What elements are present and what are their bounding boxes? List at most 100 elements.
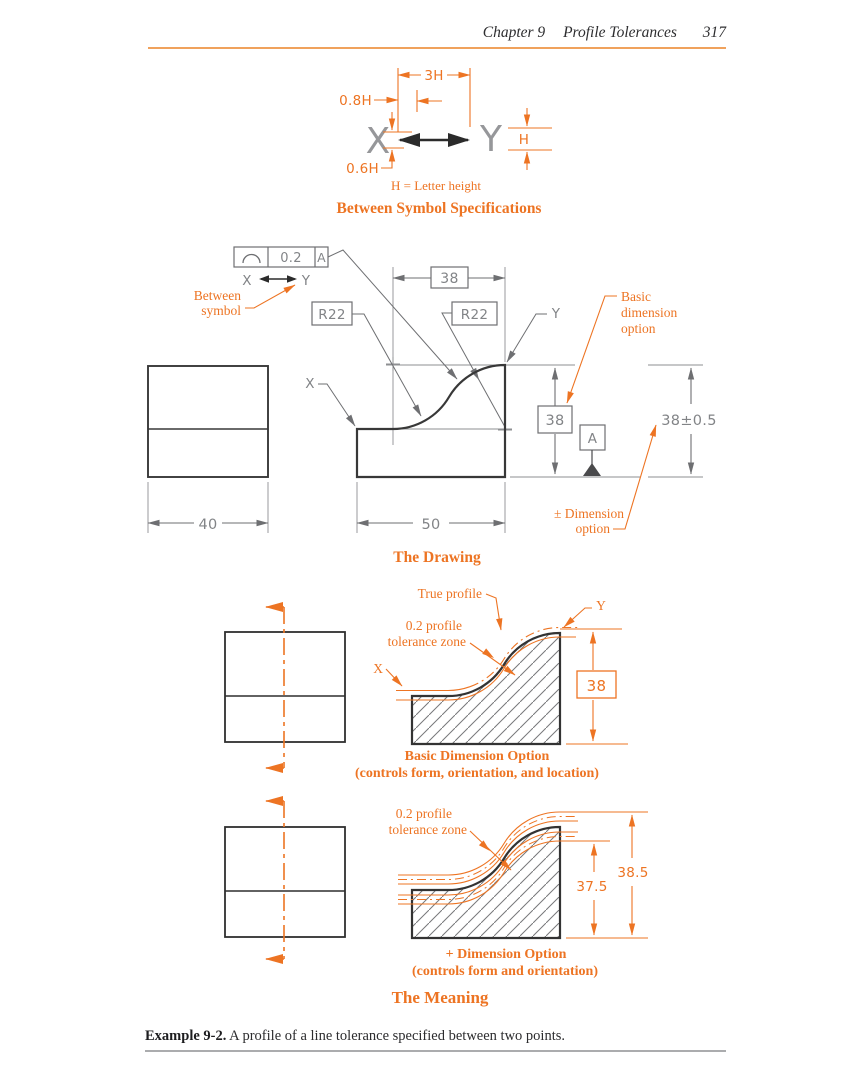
drawing-x-leader [318, 383, 356, 427]
fig3-side-view-outline [224, 631, 346, 743]
dim40-value: 40 [198, 517, 217, 533]
fcf-dividers [267, 247, 316, 267]
fig1-08h-label: 0.8H [339, 93, 372, 109]
r22-left-leader [352, 313, 422, 417]
fig4-caption-line2: (controls form and orientation) [412, 964, 598, 979]
fig1-letter-x: X [366, 121, 391, 162]
side-view-outline [147, 365, 269, 478]
true-profile-leader [485, 593, 503, 631]
running-head: Chapter 9 Profile Tolerances 317 [0, 24, 726, 42]
fig3-caption-line2: (controls form, orientation, and locatio… [355, 766, 599, 781]
fig4-zone-leader [469, 830, 512, 871]
figure-the-drawing: 0.2 A X Y Between symbol 38 R22 R [147, 246, 716, 566]
fig4-385-value: 38.5 [617, 865, 648, 881]
basic-option-callout-line1: Basic [621, 289, 651, 304]
true-profile-callout: True profile [418, 586, 482, 601]
between-symbol-callout-line1: Between [194, 288, 241, 303]
fig4-zone-line-upper-max [398, 811, 648, 876]
between-symbol-arrowhead-left [398, 133, 420, 147]
fig1-note: H = Letter height [391, 178, 481, 193]
dim38-top-value: 38 [440, 271, 458, 287]
basic-option-callout-line2: dimension [621, 305, 677, 320]
fig1-heading: Between Symbol Specifications [337, 200, 542, 217]
fig4-zone-line-upper-min [398, 820, 578, 885]
pm-option-callout-line1: ± Dimension [554, 506, 624, 521]
fcf-leader [327, 249, 458, 380]
fig3-y-leader [563, 607, 592, 628]
fig1-06h-ticks [383, 131, 412, 149]
dim38-top-box [430, 266, 469, 289]
drawing-y-label: Y [551, 306, 561, 322]
pm-dim-value: 38±0.5 [661, 413, 716, 429]
fig4-375-value: 37.5 [576, 879, 607, 895]
fig3-x-label: X [373, 661, 383, 676]
pm-option-leader [613, 424, 657, 530]
figure-between-symbol-spec: 3H 0.8H X Y 0.6H H H = Letter height Be [337, 68, 552, 217]
between-symbol-arrowhead-right [448, 133, 470, 147]
fig3-zone-callout-line2: tolerance zone [388, 634, 466, 649]
dim38-box-value: 38 [545, 413, 564, 429]
fig3-dim38-value: 38 [587, 677, 607, 695]
fig3-zone-callout-line1: 0.2 profile [406, 618, 462, 633]
fig1-06h-label: 0.6H [346, 161, 379, 177]
fig4-zone-mid-arrowhead [478, 840, 490, 851]
fig3-zone-leader [469, 642, 516, 676]
fig3-zone-upper-dashed [469, 626, 578, 688]
between-symbol-callout-line2: symbol [201, 303, 241, 318]
fig1-letter-y: Y [479, 119, 503, 160]
fig4-side-view-outline [224, 826, 346, 938]
construction-lines [386, 267, 575, 445]
fig3-dim-extension-lines [560, 628, 628, 745]
basic-option-callout-line3: option [621, 321, 656, 336]
fig3-dim38-box [576, 670, 617, 699]
drawing-x-label: X [305, 376, 315, 392]
dim38-box [537, 405, 573, 434]
fig3-zone-mid-arrowhead [482, 648, 494, 658]
chapter-title: Profile Tolerances [563, 24, 677, 41]
caption-example-number: Example 9-2. [145, 1028, 227, 1044]
fig1-h-extension-lines [508, 127, 552, 151]
arc-center-ticks [386, 357, 512, 437]
fcf-between-arrowhead-left [259, 275, 269, 283]
figure-plus-dimension-option: 0.2 profile tolerance zone 37.5 38.5 + D… [224, 796, 648, 979]
datum-a-box [579, 424, 606, 451]
fig3-x-leader [385, 668, 403, 687]
fig4-zone-centerline-upper [398, 815, 578, 881]
fcf-between-y: Y [301, 273, 311, 289]
dim50-value: 50 [421, 517, 440, 533]
fig4-zone-line-lower-min [398, 840, 610, 905]
fig4-zone-callout-line2: tolerance zone [389, 822, 467, 837]
fcf-between-arrowhead-right [287, 275, 297, 283]
caption-rule [145, 1050, 726, 1052]
drawing-y-leader [506, 313, 547, 363]
figure-basic-dimension-option: True profile Y 0.2 profile tolerance zon… [224, 586, 628, 781]
fcf-datum-ref: A [317, 250, 326, 265]
page-number: 317 [702, 24, 726, 41]
fig1-06h-leader [381, 149, 396, 169]
chapter-label: Chapter 9 [482, 24, 546, 41]
r22-left-value: R22 [318, 307, 345, 323]
datum-a-value: A [588, 431, 598, 447]
fig4-zone-callout-line1: 0.2 profile [396, 806, 452, 821]
profile-outline [355, 363, 507, 479]
fig2-heading: The Drawing [393, 549, 481, 566]
pm-dim-extension-lines [648, 364, 703, 478]
caption-text: A profile of a line tolerance specified … [226, 1028, 565, 1044]
meaning-heading: The Meaning [392, 988, 489, 1007]
pm-option-callout-line2: option [575, 521, 610, 536]
fig3-caption-line1: Basic Dimension Option [405, 749, 550, 764]
fig3-y-label: Y [596, 598, 606, 613]
fcf-between-x: X [242, 273, 252, 289]
r22-right-leader [441, 312, 506, 428]
between-symbol-leader [245, 284, 296, 309]
header-rule [148, 47, 726, 49]
datum-a-triangle [583, 463, 601, 476]
basic-option-leader [566, 295, 617, 404]
figure-caption: Example 9-2. A profile of a line toleran… [145, 1028, 735, 1045]
fig1-3h-label: 3H [424, 68, 443, 84]
fcf-tolerance-value: 0.2 [280, 251, 302, 266]
fig3-zone-upper-solid [396, 686, 471, 692]
fig4-caption-line1: + Dimension Option [446, 947, 567, 962]
